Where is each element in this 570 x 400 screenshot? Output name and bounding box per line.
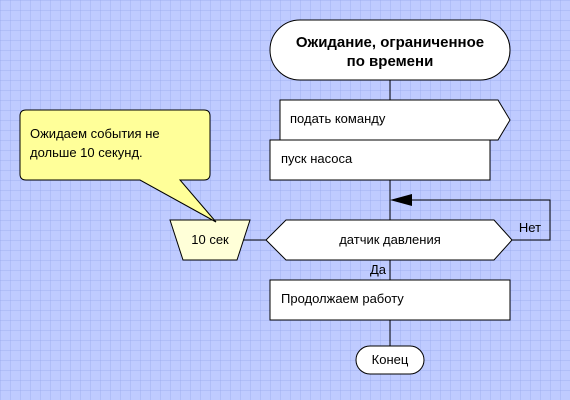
end-label: Конец xyxy=(372,352,409,367)
callout-comment[interactable]: Ожидаем события не дольше 10 секунд. xyxy=(19,109,217,223)
callout-line-1: Ожидаем события не xyxy=(30,126,160,141)
output-command-label: подать команду xyxy=(290,111,386,126)
yes-branch-label: Да xyxy=(370,262,387,277)
title-terminator[interactable]: Ожидание, ограниченное по времени xyxy=(269,19,511,81)
no-branch-label: Нет xyxy=(519,220,541,235)
title-line-1: Ожидание, ограниченное xyxy=(296,34,484,51)
timer-label: 10 сек xyxy=(191,232,229,247)
output-command-block[interactable]: подать команду xyxy=(279,99,511,141)
action-continue-block[interactable]: Продолжаем работу xyxy=(269,279,511,321)
decision-sensor-block[interactable]: датчик давления xyxy=(265,219,513,261)
action-continue-label: Продолжаем работу xyxy=(281,291,404,306)
end-terminator[interactable]: Конец xyxy=(355,345,425,375)
loop-arrow xyxy=(390,194,412,206)
action-pump-label: пуск насоса xyxy=(281,151,353,166)
action-pump-block[interactable]: пуск насоса xyxy=(269,139,491,181)
timer-block[interactable]: 10 сек xyxy=(169,219,251,261)
loop-line xyxy=(392,199,551,241)
decision-sensor-label: датчик давления xyxy=(339,232,441,247)
callout-line-2: дольше 10 секунд. xyxy=(30,145,143,160)
title-line-2: по времени xyxy=(347,53,434,70)
